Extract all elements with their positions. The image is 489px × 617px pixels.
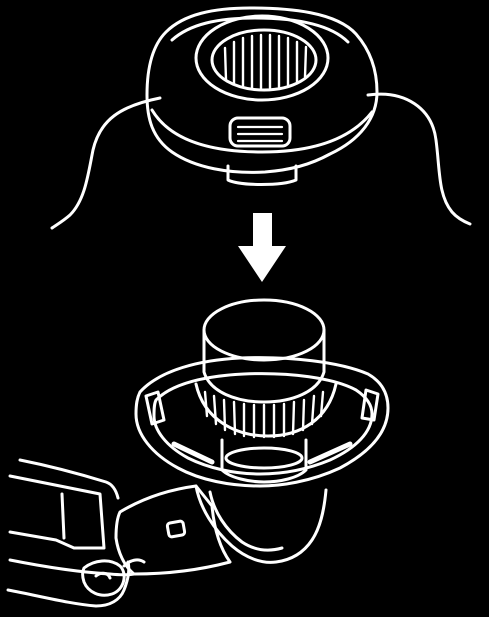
handle-block [8,474,106,550]
spool-housing-assembly [6,298,390,608]
arrow-shape [238,213,286,282]
gearbox-cone-inner [208,490,284,552]
head-bore-inner [210,28,318,92]
bore-splines [223,33,308,90]
spool-cap-wall [202,328,326,404]
clamp-screw [165,519,187,539]
head-lower-band [150,108,374,154]
handle-inner-edge [60,492,66,540]
guard-plate-outer [134,356,390,488]
guard-tab-right [360,388,380,422]
handle-lower-strap [6,560,131,608]
guard-slot-left [171,441,215,465]
guard-plate-inner [152,372,374,476]
left-cutting-line [50,96,162,230]
right-cutting-line [366,92,472,226]
shaft-bracket-hole [94,571,112,580]
gear-collar [194,382,338,438]
shaft-bracket [81,559,126,597]
shaft-tube-top [18,458,120,500]
line-eyelet [228,116,292,148]
gear-teeth [203,390,325,439]
trimmer-head [50,6,472,230]
head-body [145,6,379,174]
spool-cap-top [202,298,326,362]
shaft-clamp [114,484,232,576]
head-top-rim [170,16,350,44]
bump-knob [226,164,298,186]
guard-slot-right [307,441,353,465]
shaft-bracket-link [122,558,146,568]
head-bore-outer [194,14,330,102]
guard-tab-left [144,390,166,426]
hub-upper [220,438,308,484]
hub-ring [224,446,304,470]
down-arrow [238,213,286,282]
